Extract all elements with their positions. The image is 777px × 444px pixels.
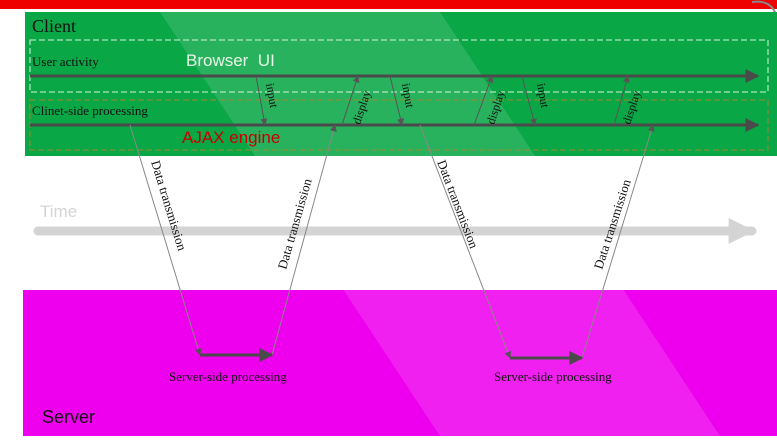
transmission-3-line <box>419 124 511 359</box>
transmission-1-line <box>129 124 202 356</box>
server-processing-2-label: Server-side processing <box>494 369 612 384</box>
event-connectors <box>255 75 630 126</box>
transmission-2-line <box>271 124 337 356</box>
browser-ui-label: Browser UI <box>186 51 275 70</box>
server-processing-1-label: Server-side processing <box>169 369 287 384</box>
client-title: Client <box>32 16 76 36</box>
ajax-engine-label: AJAX engine <box>182 128 280 147</box>
top-red-bar <box>0 0 777 9</box>
transmission-4-label: Data transmission <box>591 177 634 271</box>
server-title: Server <box>42 407 95 427</box>
user-activity-label: User activity <box>32 54 99 69</box>
transmission-lines <box>129 124 655 359</box>
input-1-label: input <box>263 82 281 109</box>
diagonal-sheen <box>160 12 720 436</box>
time-label: Time <box>40 202 77 221</box>
input-2-label: input <box>399 82 417 109</box>
server-region <box>23 290 777 436</box>
input-3-arrow <box>521 75 537 126</box>
input-3-label: input <box>534 82 552 109</box>
client-processing-label: Clinet-side processing <box>32 103 148 118</box>
browser-ui-lane <box>29 39 769 93</box>
input-1-arrow <box>255 75 268 126</box>
display-3-arrow <box>613 75 630 126</box>
input-2-arrow <box>389 75 404 126</box>
transmission-4-line <box>581 124 655 359</box>
display-2-arrow <box>473 75 494 126</box>
display-1-arrow <box>341 75 360 126</box>
